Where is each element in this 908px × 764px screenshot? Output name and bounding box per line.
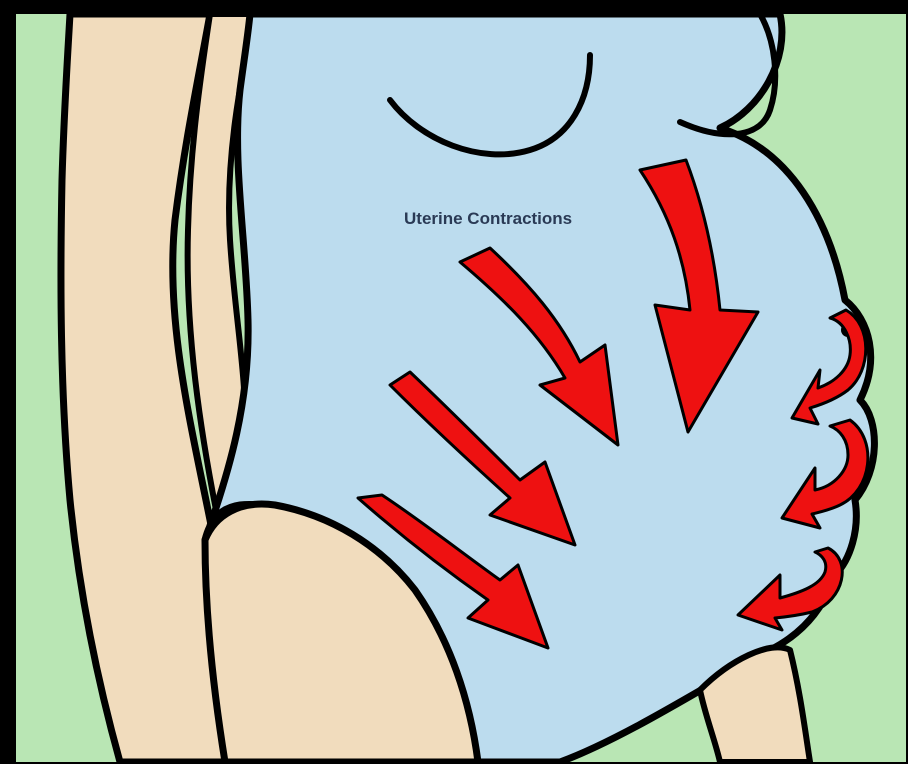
frame-edge xyxy=(0,576,16,764)
diagram-label: Uterine Contractions xyxy=(404,209,572,228)
